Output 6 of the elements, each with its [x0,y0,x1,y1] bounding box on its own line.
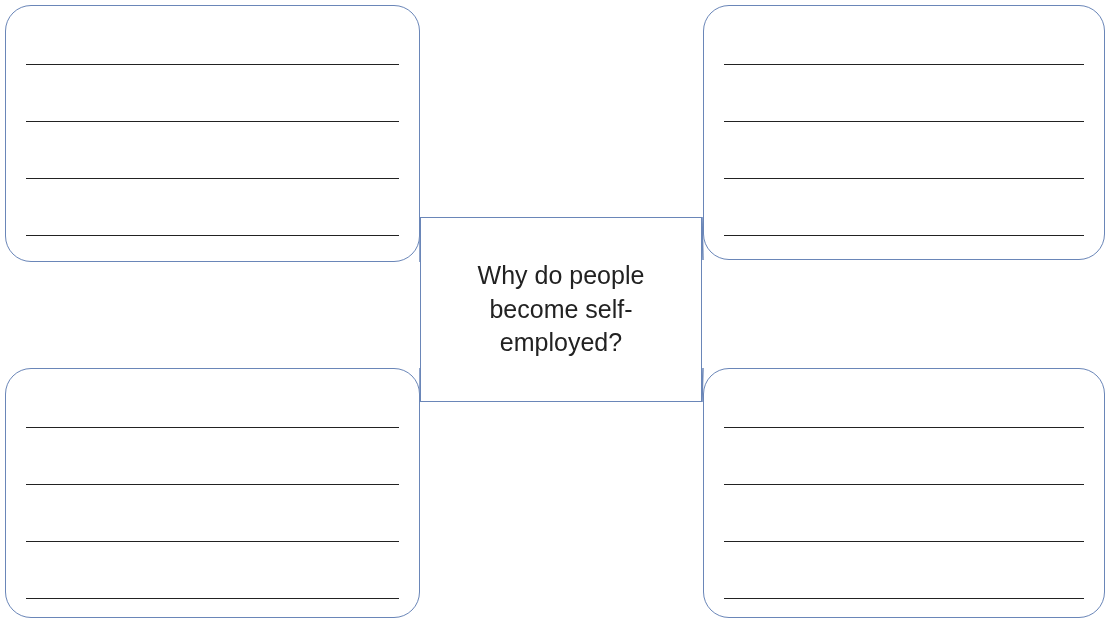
answer-bubble [5,5,420,262]
answer-bubble [703,368,1105,618]
answer-bubble [5,368,420,618]
question-text: Why do people become self-employed? [476,259,646,359]
answer-bubble [703,5,1105,260]
question-box [420,217,702,402]
